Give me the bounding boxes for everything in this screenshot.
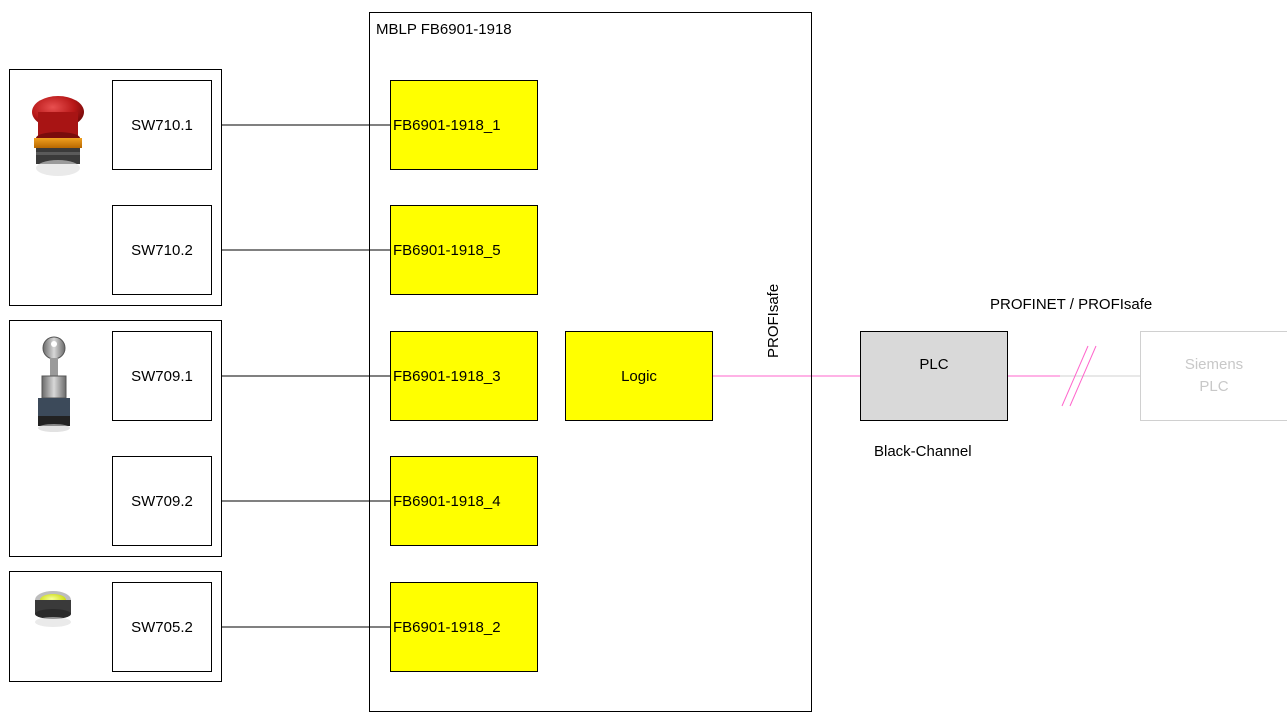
switch-label: SW705.2	[131, 619, 193, 636]
function-block-1: FB6901-1918_1	[390, 80, 538, 170]
module-title: MBLP FB6901-1918	[376, 21, 512, 38]
switch-sw705-2: SW705.2	[112, 582, 212, 672]
emergency-stop-button-icon	[28, 92, 88, 184]
logic-block: Logic	[565, 331, 713, 421]
siemens-plc-line2: PLC	[1185, 376, 1243, 398]
function-block-label: FB6901-1918_5	[393, 242, 501, 259]
profisafe-label: PROFIsafe	[765, 284, 782, 358]
logic-label: Logic	[621, 368, 657, 385]
plc-box: PLC	[860, 331, 1008, 421]
function-block-5: FB6901-1918_5	[390, 205, 538, 295]
function-block-4: FB6901-1918_4	[390, 456, 538, 546]
illuminated-push-button-icon	[30, 588, 76, 630]
switch-sw710-1: SW710.1	[112, 80, 212, 170]
switch-label: SW710.1	[131, 117, 193, 134]
switch-label: SW710.2	[131, 242, 193, 259]
switch-label: SW709.1	[131, 368, 193, 385]
function-block-label: FB6901-1918_2	[393, 619, 501, 636]
function-block-2: FB6901-1918_2	[390, 582, 538, 672]
function-block-label: FB6901-1918_3	[393, 368, 501, 385]
switch-sw710-2: SW710.2	[112, 205, 212, 295]
switch-sw709-2: SW709.2	[112, 456, 212, 546]
plc-label: PLC	[919, 356, 948, 420]
siemens-plc-box: Siemens PLC	[1140, 331, 1287, 421]
black-channel-label: Black-Channel	[874, 443, 972, 460]
function-block-label: FB6901-1918_1	[393, 117, 501, 134]
switch-label: SW709.2	[131, 493, 193, 510]
key-switch-icon	[32, 334, 76, 434]
function-block-label: FB6901-1918_4	[393, 493, 501, 510]
network-label: PROFINET / PROFIsafe	[990, 296, 1152, 313]
function-block-3: FB6901-1918_3	[390, 331, 538, 421]
siemens-plc-line1: Siemens	[1185, 354, 1243, 376]
switch-sw709-1: SW709.1	[112, 331, 212, 421]
